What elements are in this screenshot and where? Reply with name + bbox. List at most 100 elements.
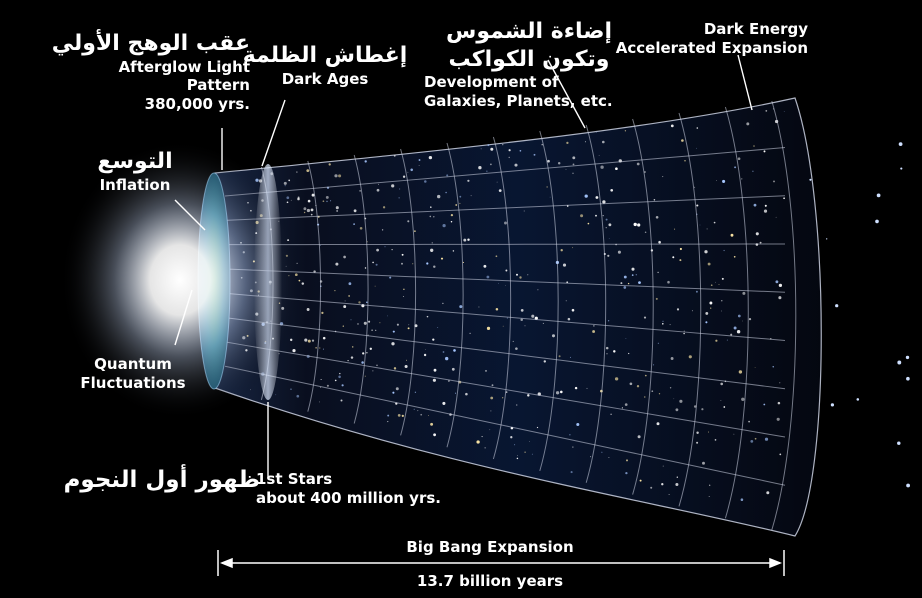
star: [376, 248, 379, 252]
star: [398, 197, 400, 199]
grid-ring-line: [492, 136, 512, 460]
star: [495, 308, 499, 311]
star: [340, 399, 343, 402]
star: [366, 352, 368, 354]
star: [397, 414, 401, 417]
star: [596, 131, 598, 133]
star: [623, 286, 627, 289]
star: [351, 346, 354, 348]
star: [433, 216, 435, 218]
star: [750, 440, 754, 443]
star: [399, 188, 401, 190]
star: [584, 194, 588, 198]
star: [606, 353, 608, 355]
star: [364, 267, 367, 269]
star: [675, 482, 679, 487]
star: [574, 386, 578, 390]
star: [629, 382, 633, 386]
star: [733, 255, 736, 258]
star: [448, 380, 450, 382]
star: [765, 110, 768, 112]
star: [636, 162, 640, 166]
star: [484, 447, 486, 449]
star: [856, 398, 860, 401]
star: [723, 406, 726, 408]
star: [428, 155, 433, 160]
star: [543, 360, 546, 363]
star: [531, 453, 533, 455]
star: [763, 150, 766, 153]
star: [514, 444, 516, 446]
star: [764, 204, 767, 207]
grid-axial-line: [224, 195, 786, 221]
star: [668, 494, 670, 496]
star: [393, 367, 397, 370]
star: [408, 324, 410, 326]
star: [705, 311, 709, 315]
afterglow-label: عقب الوهج الأولي Afterglow Light Pattern…: [52, 30, 250, 114]
star: [740, 498, 744, 501]
star: [708, 496, 710, 497]
star: [562, 263, 567, 267]
star: [696, 147, 697, 149]
star: [335, 206, 339, 210]
star: [284, 185, 286, 187]
star: [502, 397, 504, 399]
development-line-2: Galaxies, Planets, etc.: [424, 91, 613, 110]
star: [391, 184, 395, 188]
star: [502, 144, 504, 146]
star: [653, 199, 656, 201]
star: [613, 350, 616, 353]
star: [778, 283, 783, 288]
star: [348, 282, 352, 286]
star: [531, 314, 535, 318]
star: [905, 355, 910, 360]
star: [489, 429, 491, 431]
star: [608, 238, 610, 239]
star: [615, 167, 618, 171]
star: [361, 361, 364, 364]
star: [424, 180, 427, 183]
star: [405, 359, 408, 361]
star: [809, 178, 812, 181]
star: [571, 308, 575, 312]
star: [730, 333, 733, 336]
star: [442, 223, 446, 228]
star: [753, 203, 757, 207]
star: [339, 372, 341, 375]
star: [580, 214, 584, 218]
star: [830, 403, 835, 407]
star: [429, 215, 432, 218]
star: [514, 163, 518, 167]
star: [372, 370, 374, 372]
star: [319, 347, 321, 349]
star: [392, 391, 395, 394]
star: [587, 222, 590, 225]
star: [624, 403, 628, 406]
star: [755, 232, 759, 236]
star: [875, 219, 879, 224]
afterglow-line-1: Afterglow Light: [118, 57, 250, 76]
star: [706, 228, 708, 230]
star: [614, 377, 619, 381]
star: [442, 302, 444, 305]
star: [567, 317, 571, 321]
star: [638, 281, 641, 284]
star: [465, 392, 468, 396]
star: [381, 229, 384, 231]
star: [691, 310, 693, 312]
star: [321, 311, 324, 315]
dark-ages-label: إغطاش الظلمة Dark Ages: [240, 42, 410, 88]
star: [318, 401, 320, 403]
star: [572, 446, 574, 448]
star: [516, 457, 519, 460]
star: [669, 387, 672, 389]
star: [547, 159, 550, 163]
star: [605, 227, 607, 229]
star: [733, 433, 735, 435]
star: [401, 414, 404, 418]
star: [897, 360, 902, 365]
star: [662, 323, 664, 325]
star: [705, 321, 708, 324]
star: [906, 483, 911, 488]
